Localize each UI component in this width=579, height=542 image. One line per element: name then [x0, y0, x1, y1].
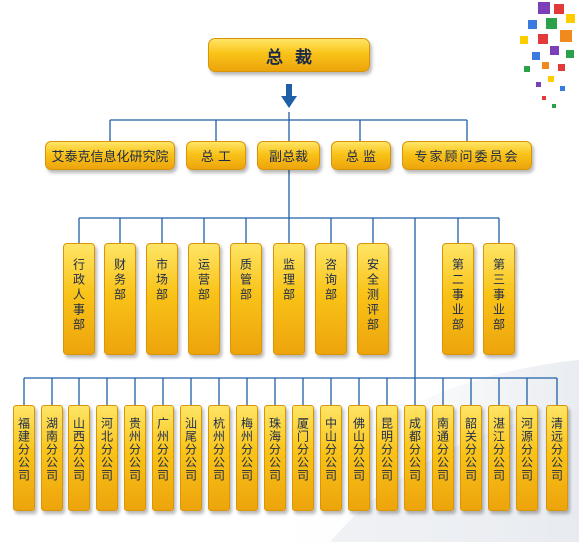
branch-box: 贵州分公司: [124, 405, 146, 511]
branch-box: 梅州分公司: [236, 405, 258, 511]
branch-box: 河源分公司: [516, 405, 538, 511]
department-box: 行政人事部: [63, 243, 95, 355]
department-box: 质管部: [230, 243, 262, 355]
department-box: 监理部: [273, 243, 305, 355]
branch-box: 佛山分公司: [348, 405, 370, 511]
vice-president-box: 副总裁: [257, 141, 320, 170]
branch-box: 湛江分公司: [488, 405, 510, 511]
branch-box: 山西分公司: [68, 405, 90, 511]
branch-box: 中山分公司: [320, 405, 342, 511]
department-box: 市场部: [146, 243, 178, 355]
branch-box: 昆明分公司: [376, 405, 398, 511]
branch-box: 福建分公司: [13, 405, 35, 511]
department-box: 财务部: [104, 243, 136, 355]
branch-box: 杭州分公司: [208, 405, 230, 511]
branch-box: 广州分公司: [152, 405, 174, 511]
branch-box: 湖南分公司: [41, 405, 63, 511]
chief-engineer-box: 总 工: [186, 141, 246, 170]
down-arrow-icon: [281, 84, 297, 108]
department-box: 运营部: [188, 243, 220, 355]
expert-committee-box: 专家顾问委员会: [402, 141, 532, 170]
branch-box: 厦门分公司: [292, 405, 314, 511]
branch-box: 韶关分公司: [460, 405, 482, 511]
research-institute-box: 艾泰克信息化研究院: [45, 141, 175, 170]
branch-box: 珠海分公司: [264, 405, 286, 511]
department-box: 安全测评部: [357, 243, 389, 355]
president-box: 总裁: [208, 38, 370, 72]
division-box: 第三事业部: [483, 243, 515, 355]
decorative-cubes-graphic: [520, 2, 575, 108]
division-box: 第二事业部: [442, 243, 474, 355]
branch-box: 河北分公司: [96, 405, 118, 511]
branch-box: 清远分公司: [546, 405, 568, 511]
department-box: 咨询部: [315, 243, 347, 355]
branch-box: 南通分公司: [432, 405, 454, 511]
director-box: 总 监: [331, 141, 391, 170]
branch-box: 汕尾分公司: [180, 405, 202, 511]
branch-box: 成都分公司: [404, 405, 426, 511]
